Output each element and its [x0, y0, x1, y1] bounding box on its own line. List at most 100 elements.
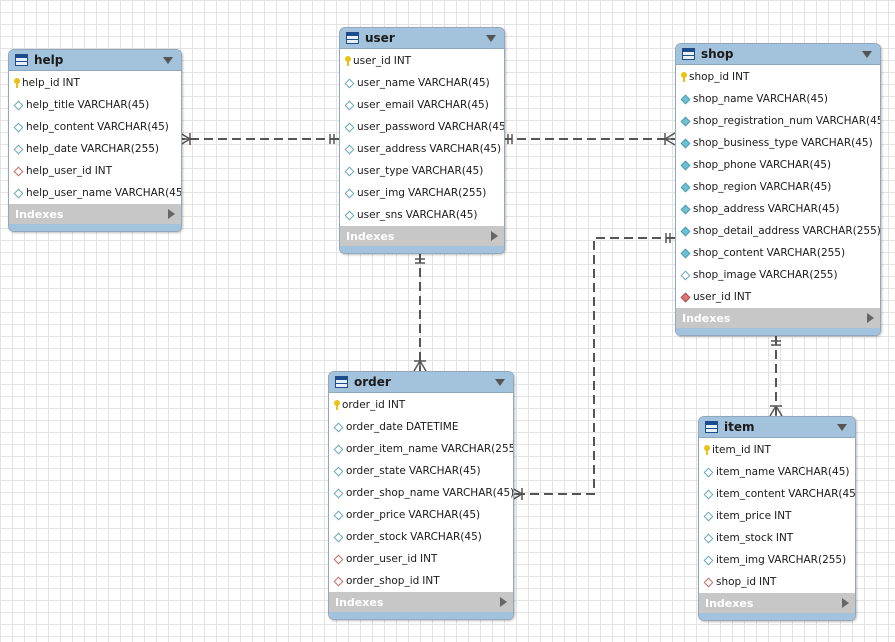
- field-type: INT: [94, 165, 113, 177]
- field-name: order_shop_id: [346, 575, 420, 587]
- field-name: item_name: [716, 466, 775, 478]
- field-name: shop_detail_address: [693, 225, 800, 237]
- expand-arrow-icon[interactable]: [500, 597, 507, 607]
- entity-header[interactable]: help: [9, 50, 181, 71]
- entity-header[interactable]: order: [329, 372, 513, 393]
- column-icon: [703, 533, 714, 543]
- indexes-section[interactable]: Indexes: [676, 308, 880, 328]
- indexes-section[interactable]: Indexes: [340, 226, 504, 246]
- collapse-toggle-icon[interactable]: [837, 423, 847, 431]
- column-icon: [344, 166, 355, 176]
- collapse-toggle-icon[interactable]: [486, 34, 496, 42]
- column-icon: [703, 467, 714, 477]
- field-type: VARCHAR(45): [759, 181, 832, 193]
- field-name: user_email: [357, 99, 415, 111]
- collapse-toggle-icon[interactable]: [495, 378, 505, 386]
- field-name: user_sns: [357, 209, 403, 221]
- expand-arrow-icon[interactable]: [842, 598, 849, 608]
- expand-arrow-icon[interactable]: [491, 231, 498, 241]
- field-name: help_id: [22, 77, 60, 89]
- entity-header[interactable]: user: [340, 28, 504, 49]
- column-icon: [703, 489, 714, 499]
- indexes-section[interactable]: Indexes: [9, 204, 181, 224]
- column-icon: [13, 100, 24, 110]
- many-cardinality-mark: [769, 405, 777, 417]
- entity-footer: [699, 613, 855, 620]
- many-cardinality-mark: [413, 360, 421, 372]
- column-icon: [333, 510, 344, 520]
- field-type: VARCHAR(45): [429, 143, 502, 155]
- indexes-section[interactable]: Indexes: [329, 592, 513, 612]
- field-name: help_date: [26, 143, 78, 155]
- field-name: order_user_id: [346, 553, 417, 565]
- indexes-section[interactable]: Indexes: [699, 593, 855, 613]
- entity-header[interactable]: item: [699, 417, 855, 438]
- field-name: shop_registration_num: [693, 115, 813, 127]
- column-icon: [344, 210, 355, 220]
- primary-key-icon: [14, 78, 20, 88]
- entity-header[interactable]: shop: [676, 44, 880, 65]
- expand-arrow-icon[interactable]: [867, 313, 874, 323]
- many-cardinality-mark: [419, 360, 427, 372]
- column-icon: [344, 188, 355, 198]
- collapse-toggle-icon[interactable]: [862, 50, 872, 58]
- expand-arrow-icon[interactable]: [168, 209, 175, 219]
- many-cardinality-mark: [664, 138, 676, 146]
- collapse-toggle-icon[interactable]: [163, 56, 173, 64]
- field-type: VARCHAR(255): [767, 554, 847, 566]
- column-icon: [13, 122, 24, 132]
- entity-title: item: [724, 420, 755, 434]
- column-icon: [344, 122, 355, 132]
- field-type: VARCHAR(45): [417, 77, 490, 89]
- field-name: user_img: [357, 187, 405, 199]
